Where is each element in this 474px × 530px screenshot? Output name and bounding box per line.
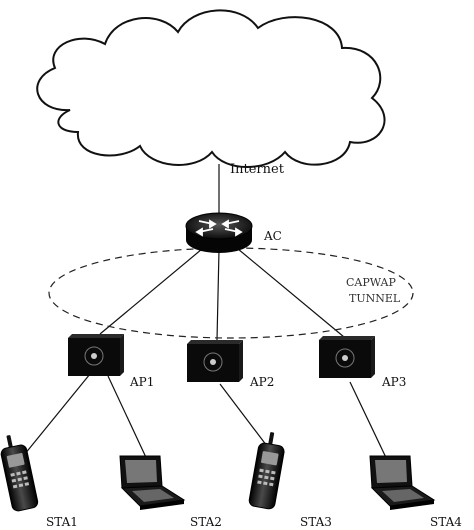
mobile-phone-icon	[0, 435, 39, 512]
link-ac-ap1	[99, 243, 209, 335]
tunnel-label-line2: TUNNEL	[349, 292, 401, 305]
link-ap1-sta2	[107, 375, 151, 467]
sta2-label: STA2	[190, 515, 222, 529]
connection-lines	[19, 164, 391, 467]
ac-label: AC	[263, 229, 282, 243]
link-ac-ap2	[216, 249, 220, 341]
internet-label: Internet	[230, 162, 285, 177]
internet-cloud	[36, 9, 386, 168]
access-point-3-icon	[319, 336, 375, 378]
ap3-label: AP3	[381, 375, 406, 389]
laptop-icon	[119, 455, 186, 510]
capwap-tunnel-ellipse	[48, 247, 414, 339]
access-point-1-icon	[68, 334, 124, 376]
mobile-phone-icon	[248, 432, 285, 510]
tunnel-label-line1: CAPWAP	[346, 276, 396, 289]
sta3-label: STA3	[300, 515, 332, 529]
link-ap3-sta4	[349, 381, 391, 467]
sta4-label: STA4	[430, 515, 462, 529]
router-icon	[185, 212, 253, 253]
link-ap2-sta3	[219, 383, 271, 451]
ap1-label: AP1	[129, 375, 154, 389]
ap2-label: AP2	[249, 375, 274, 389]
sta1-label: STA1	[46, 515, 78, 529]
link-ac-ap3	[231, 243, 345, 338]
access-point-2-icon	[187, 340, 243, 382]
laptop-icon	[369, 455, 436, 510]
link-ap1-sta1	[19, 373, 91, 461]
